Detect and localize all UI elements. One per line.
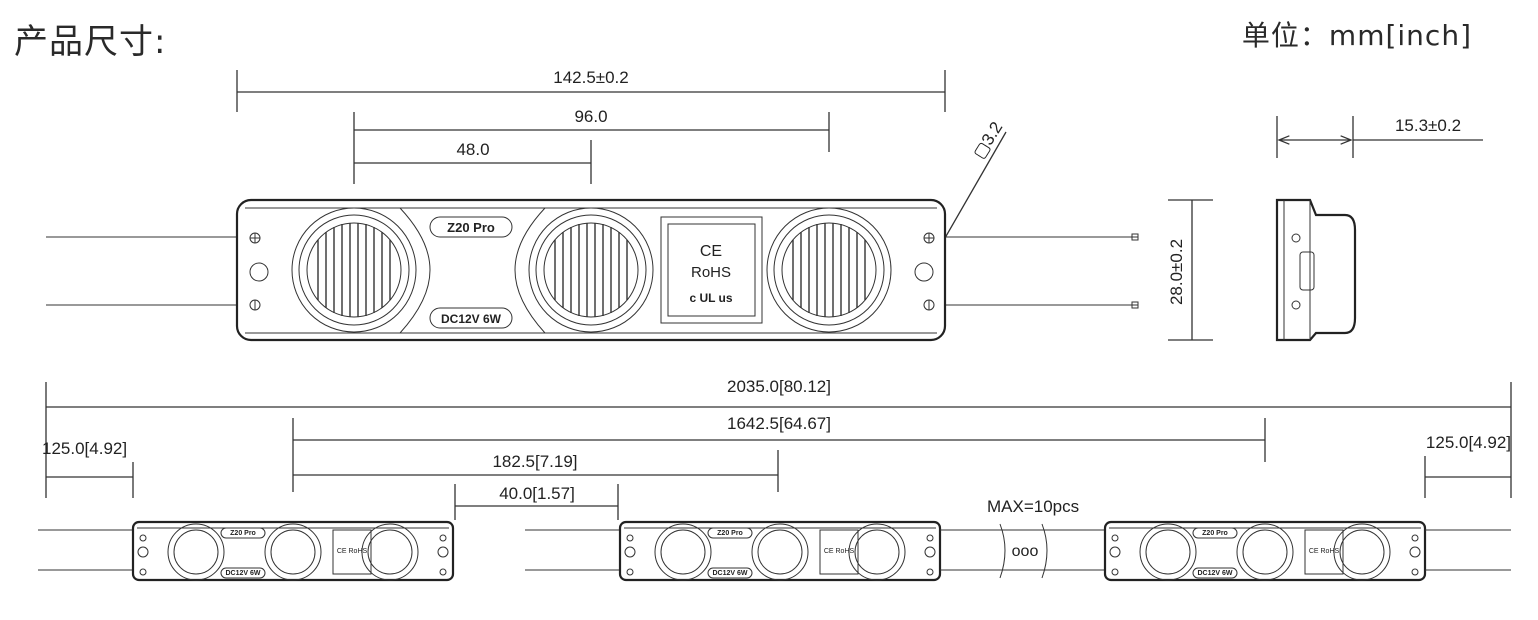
dim-depth: 15.3±0.2	[1395, 116, 1461, 135]
chain-module-3-cert: CE RoHS	[1309, 548, 1340, 555]
spec-label: DC12V 6W	[441, 312, 502, 326]
lens-left	[291, 207, 417, 333]
chain-module-2-model: Z20 Pro	[717, 530, 743, 537]
dim-lead-left: 125.0[4.92]	[42, 439, 127, 458]
chain-dimensions: 2035.0[80.12] 1642.5[64.67] 182.5[7.19] …	[42, 377, 1512, 520]
height-dimension: 28.0±0.2	[1167, 199, 1213, 341]
chain-module-1-model: Z20 Pro	[230, 530, 256, 537]
chain-module-1-spec: DC12V 6W	[225, 570, 260, 577]
dim-chain-span: 1642.5[64.67]	[727, 414, 831, 433]
chain-module-3-model: Z20 Pro	[1202, 530, 1228, 537]
dim-chain-total: 2035.0[80.12]	[727, 377, 831, 396]
chain-modules: ooo Z20 Pro DC12V 6W Z20 Pro DC12V 6W Z2…	[36, 520, 1511, 582]
dim-pitch: 182.5[7.19]	[492, 452, 577, 471]
chain-module-1-cert: CE RoHS	[337, 548, 368, 555]
chain-module-2-cert: CE RoHS	[824, 548, 855, 555]
chain-module-3-spec: DC12V 6W	[1197, 570, 1232, 577]
chain-module-2-spec: DC12V 6W	[712, 570, 747, 577]
dim-gap: 40.0[1.57]	[499, 484, 575, 503]
cert-ul: c UL us	[689, 291, 732, 305]
dim-lens-span: 96.0	[574, 107, 607, 126]
dim-half-span: 48.0	[456, 140, 489, 159]
lens-right	[766, 207, 892, 333]
cert-ce: CE	[700, 243, 722, 260]
dim-height: 28.0±0.2	[1167, 239, 1186, 305]
dim-lead-right: 125.0[4.92]	[1426, 433, 1511, 452]
top-view-module: Z20 Pro DC12V 6W CE RoHS c UL us	[46, 198, 1139, 342]
lens-center	[528, 207, 654, 333]
unit-label: 单位：mm[inch]	[1241, 19, 1472, 52]
cert-rohs: RoHS	[691, 264, 731, 281]
chain-ellipsis: ooo	[1012, 543, 1039, 560]
page-title: 产品尺寸:	[14, 22, 167, 62]
dim-total-length: 142.5±0.2	[553, 68, 629, 87]
max-note: MAX=10pcs	[987, 497, 1079, 516]
model-label: Z20 Pro	[447, 220, 495, 235]
side-view: 15.3±0.2	[1275, 116, 1483, 342]
